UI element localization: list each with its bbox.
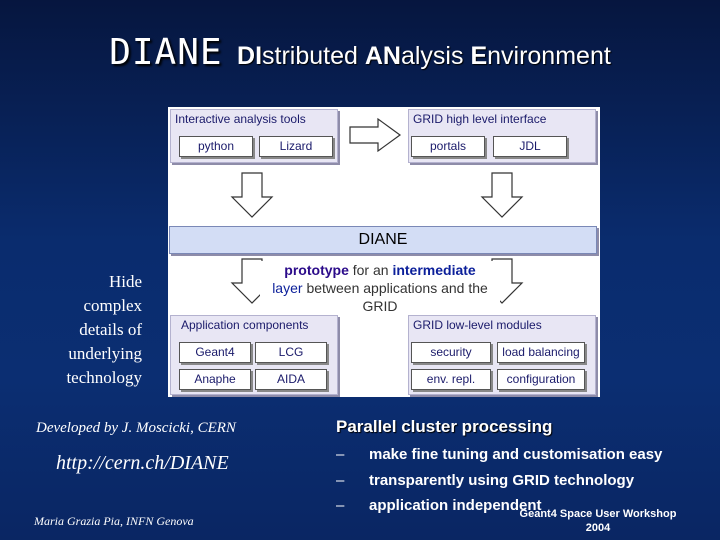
between-text: between applications and the GRID (306, 280, 488, 314)
slide-title: DIANE DIstributed ANalysis Environment (0, 32, 720, 73)
diane-logo-text: DIANE (109, 32, 223, 73)
project-url[interactable]: http://cern.ch/DIANE (56, 452, 229, 474)
down-arrow-right-top (480, 172, 524, 218)
title-part-2-rest: alysis (400, 42, 471, 70)
developer-credit: Developed by J. Moscicki, CERN (36, 420, 236, 436)
title-part-2-bold: AN (364, 42, 401, 70)
workshop-footer: Geant4 Space User Workshop 2004 (510, 507, 686, 535)
parallel-processing-heading: Parallel cluster processing (336, 417, 553, 436)
down-arrow-left-top (230, 172, 274, 218)
bullet-item: – application independent (336, 497, 542, 514)
bullet-item: – transparently using GRID technology (336, 472, 634, 489)
hide-line-5: technology (66, 368, 142, 387)
title-part-1-bold: DI (237, 42, 263, 70)
intermediate-word: intermediate (392, 262, 476, 278)
group-label-application-components: Application components (181, 318, 309, 332)
box-geant4: Geant4 (179, 342, 251, 363)
group-grid-low-level: GRID low-level modules security load bal… (408, 315, 596, 395)
bullet-text: make fine tuning and customisation easy (369, 446, 663, 463)
layer-word: layer (272, 280, 303, 296)
box-jdl: JDL (493, 136, 567, 157)
hide-line-4: underlying (68, 344, 142, 363)
author-credit: Maria Grazia Pia, INFN Genova (34, 514, 194, 528)
bullet-text: transparently using GRID technology (369, 472, 635, 489)
box-load-balancing: load balancing (497, 342, 585, 363)
bullet-dash: – (336, 497, 345, 514)
box-security: security (411, 342, 491, 363)
box-portals: portals (411, 136, 485, 157)
box-lcg: LCG (255, 342, 327, 363)
title-part-3-rest: nvironment (487, 42, 611, 70)
box-python: python (179, 136, 253, 157)
group-label-grid-high-level: GRID high level interface (413, 112, 547, 126)
prototype-caption: prototype for an intermediate layer betw… (260, 261, 500, 315)
box-aida: AIDA (255, 369, 327, 390)
box-env-repl: env. repl. (411, 369, 491, 390)
bullet-dash: – (336, 446, 345, 463)
diane-layer-bar: DIANE (169, 226, 597, 254)
footer-line-1: Geant4 Space User Workshop (519, 508, 677, 520)
group-grid-high-level: GRID high level interface portals JDL (408, 109, 596, 163)
group-label-grid-low-level: GRID low-level modules (413, 318, 542, 332)
architecture-diagram: Interactive analysis tools python Lizard… (168, 107, 600, 397)
hide-line-2: complex (83, 296, 142, 315)
group-application-components: Application components Geant4 LCG Anaphe… (170, 315, 338, 395)
prototype-word: prototype (284, 262, 349, 278)
bullet-text: application independent (369, 497, 542, 514)
for-an-word: for an (352, 262, 389, 278)
footer-line-2: 2004 (585, 522, 611, 534)
hide-line-1: Hide (108, 272, 142, 291)
bullet-dash: – (336, 472, 345, 489)
group-label-interactive-tools: Interactive analysis tools (175, 112, 306, 126)
group-interactive-tools: Interactive analysis tools python Lizard (170, 109, 338, 163)
title-expansion: DIstributed ANalysis Environment (237, 42, 611, 70)
box-configuration: configuration (497, 369, 585, 390)
box-anaphe: Anaphe (179, 369, 251, 390)
bullet-item: – make fine tuning and customisation easy (336, 446, 662, 463)
right-arrow (349, 117, 402, 153)
hide-complexity-note: Hide complex details of underlying techn… (40, 270, 142, 390)
hide-line-3: details of (79, 320, 142, 339)
title-part-3-bold: E (470, 42, 488, 70)
title-part-1-rest: stributed (262, 42, 365, 70)
box-lizard: Lizard (259, 136, 333, 157)
